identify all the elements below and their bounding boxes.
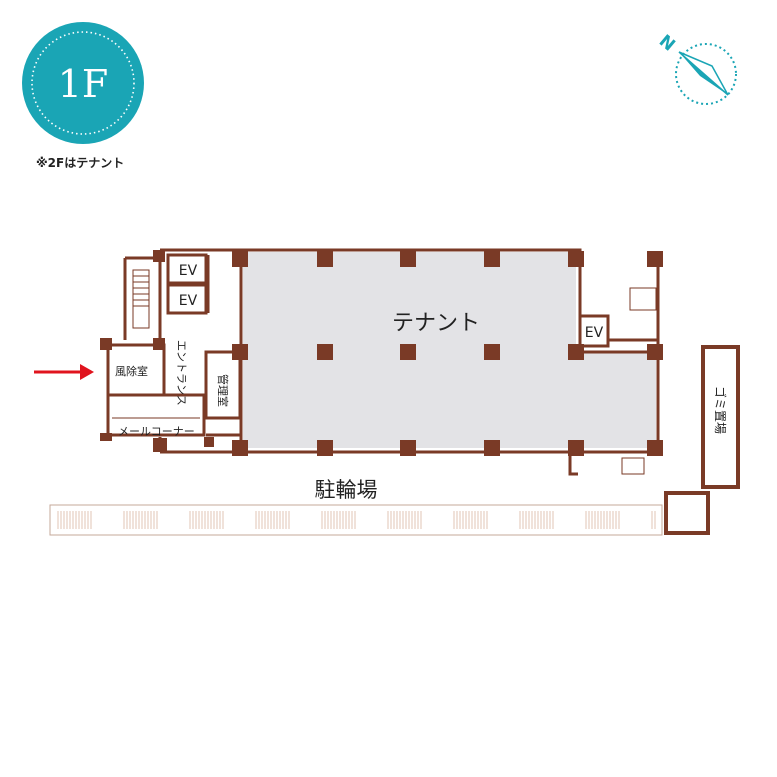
- floor-badge: 1F: [22, 22, 144, 144]
- entrance-label: エントランス: [175, 340, 188, 406]
- garbage-room: ゴミ置場: [701, 345, 740, 489]
- floor-note: ※2Fはテナント: [36, 156, 124, 170]
- garbage-label: ゴミ置場: [713, 386, 728, 434]
- ev1-label: EV: [179, 263, 198, 279]
- tenant-label: テナント: [392, 311, 480, 336]
- entry-arrow-icon: [34, 364, 94, 380]
- ev3-label: EV: [585, 325, 604, 341]
- bicycle-parking-label: 駐輪場: [315, 478, 378, 502]
- tenant-area: テナント: [232, 248, 663, 456]
- ev2-label: EV: [179, 293, 198, 309]
- floor-label: 1F: [58, 62, 109, 106]
- windbreak-label: 風除室: [115, 364, 148, 378]
- right-core: [568, 262, 660, 476]
- left-core: [106, 248, 243, 454]
- left-core-columns: [100, 250, 214, 452]
- north-label: N: [655, 31, 679, 55]
- compass-icon: N: [655, 31, 737, 105]
- management-label: 管理室: [216, 374, 230, 407]
- bicycle-parking: [49, 504, 663, 536]
- mail-corner-label: メールコーナー: [118, 425, 195, 438]
- annex-room: [664, 491, 710, 535]
